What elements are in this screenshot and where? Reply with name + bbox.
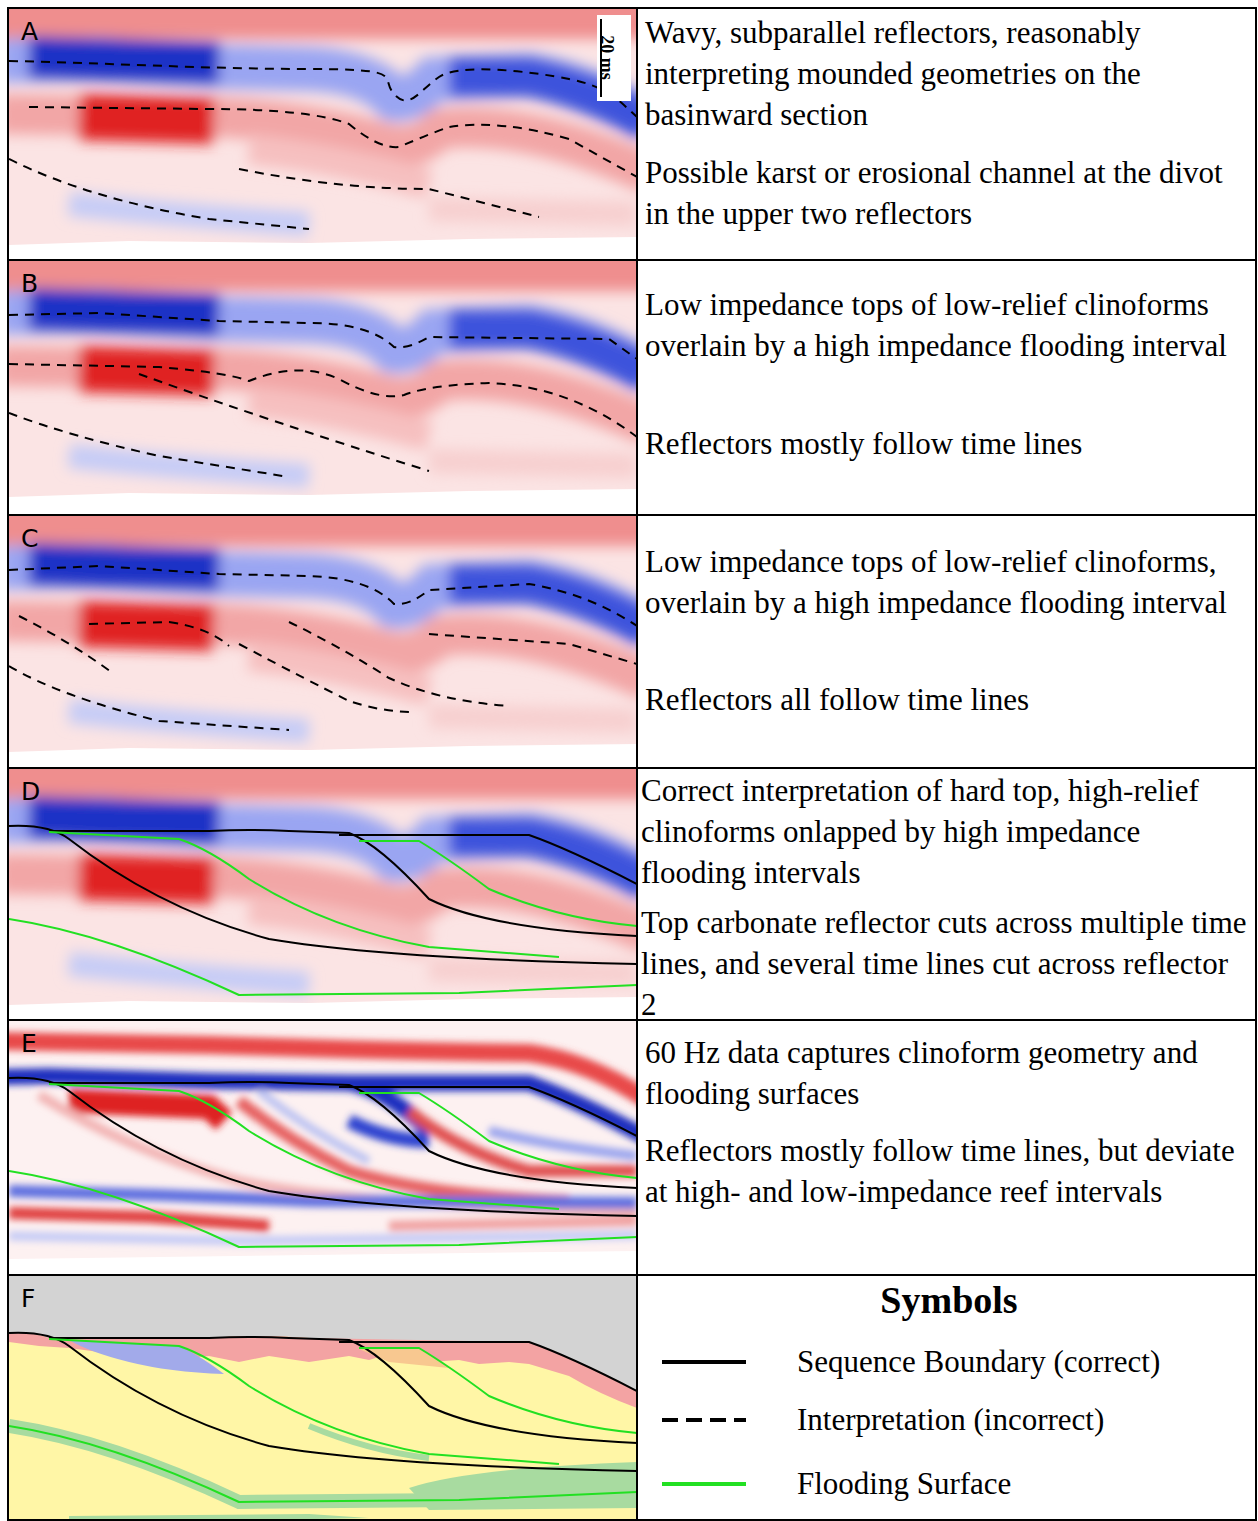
legend-line-sample [660, 1410, 750, 1430]
figure-panel: A [9, 9, 637, 260]
scale-bar-label: 20 ms [596, 35, 617, 80]
panel-description: Low impedance tops of low-relief clinofo… [645, 541, 1249, 623]
legend-row: Flooding Surface [660, 1462, 1011, 1506]
panel-description: Correct interpretation of hard top, high… [641, 770, 1249, 893]
figure-panel: B [9, 261, 637, 515]
panel-description: 60 Hz data captures clinoform geometry a… [645, 1032, 1249, 1114]
caption-cell: Wavy, subparallel reflectors, reasonably… [645, 8, 1253, 260]
seismic-panel-c [0, 496, 659, 767]
caption-cell: Correct interpretation of hard top, high… [641, 768, 1253, 1020]
seismic-panel-e [0, 1021, 649, 1272]
panel-description: Wavy, subparallel reflectors, reasonably… [645, 12, 1249, 135]
panel-description: Reflectors all follow time lines [645, 679, 1249, 720]
panel-description: Top carbonate reflector cuts across mult… [641, 902, 1249, 1025]
caption-cell: Low impedance tops of low-relief clinofo… [645, 515, 1253, 768]
legend-title: Symbols [645, 1278, 1253, 1322]
panel-letter: A [21, 17, 38, 46]
caption-cell: Low impedance tops of low-relief clinofo… [645, 260, 1253, 515]
panel-grid [8, 8, 1256, 1520]
legend-line-sample [660, 1352, 750, 1372]
caption-cell: 60 Hz data captures clinoform geometry a… [645, 1020, 1253, 1275]
legend-text: Flooding Surface [797, 1466, 1011, 1502]
facies-model-f [9, 1276, 637, 1521]
legend-line-sample [660, 1474, 750, 1494]
seismic-panel-a [0, 0, 659, 260]
seismic-panel-d [0, 749, 659, 1020]
legend-row: Sequence Boundary (correct) [660, 1340, 1160, 1384]
panel-letter: F [21, 1284, 35, 1313]
figure-panel: C [9, 516, 637, 768]
panel-description: Reflectors mostly follow time lines [645, 423, 1249, 464]
seismic-panel-b [0, 241, 659, 512]
panel-letter: D [21, 777, 40, 806]
panel-letter: B [21, 269, 38, 298]
panel-letter: C [21, 524, 38, 553]
legend-text: Interpretation (incorrect) [797, 1402, 1104, 1438]
panel-description: Low impedance tops of low-relief clinofo… [645, 284, 1249, 366]
figure-panel: D [9, 769, 637, 1020]
legend-row: Interpretation (incorrect) [660, 1398, 1104, 1442]
figure-panel: E [9, 1021, 637, 1275]
panel-letter: E [21, 1029, 37, 1058]
figure-panel: F [9, 1276, 637, 1520]
legend-text: Sequence Boundary (correct) [797, 1344, 1160, 1380]
panel-description: Reflectors mostly follow time lines, but… [645, 1130, 1249, 1212]
panel-description: Possible karst or erosional channel at t… [645, 152, 1249, 234]
